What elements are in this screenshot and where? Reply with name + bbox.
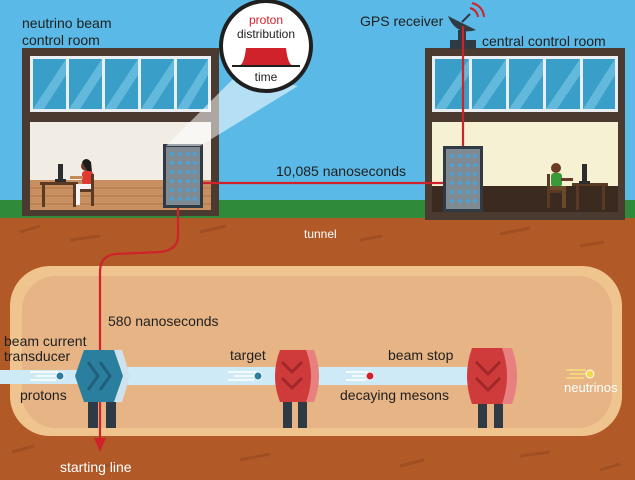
particle-icon bbox=[228, 371, 263, 381]
neutrino-room-label-1: neutrino beam bbox=[22, 15, 112, 31]
target-magnet bbox=[275, 350, 319, 428]
gps-receiver-label: GPS receiver bbox=[360, 13, 444, 29]
particle-icon bbox=[30, 371, 65, 381]
starting-line-label: starting line bbox=[60, 459, 132, 475]
inset-label-2: distribution bbox=[237, 27, 295, 41]
timing-rack-right bbox=[443, 146, 483, 212]
beam-pipe-3 bbox=[312, 367, 484, 385]
computer-icon bbox=[579, 164, 590, 184]
soil-texture bbox=[11, 224, 621, 472]
proton-distribution-icon bbox=[219, 0, 313, 93]
signal-lines bbox=[98, 26, 465, 440]
person-icon bbox=[547, 163, 573, 208]
surface-time-label: 10,085 nanoseconds bbox=[276, 163, 406, 179]
inset-label-1: proton bbox=[249, 13, 283, 27]
starting-line-arrow bbox=[94, 438, 106, 452]
neutrino-room-label-2: control room bbox=[22, 32, 100, 48]
timing-rack-left bbox=[163, 144, 203, 208]
person-icon bbox=[70, 159, 94, 206]
beam-stop-label: beam stop bbox=[388, 347, 454, 363]
bct-label-2: transducer bbox=[4, 348, 70, 364]
neutrinos-label: neutrinos bbox=[564, 380, 618, 395]
target-label: target bbox=[230, 347, 266, 363]
protons-label: protons bbox=[20, 387, 67, 403]
underground-time-label: 580 nanoseconds bbox=[108, 313, 219, 329]
tunnel-label: tunnel bbox=[304, 227, 337, 241]
beam-current-transducer bbox=[75, 350, 130, 428]
bct-label-1: beam current bbox=[4, 333, 87, 349]
labels: neutrino beam control room proton distri… bbox=[4, 13, 618, 475]
beam-stop bbox=[467, 348, 517, 428]
underground-signal-line bbox=[98, 208, 180, 440]
computer-icon bbox=[55, 164, 66, 182]
particle-icon bbox=[566, 369, 595, 379]
central-room-label: central control room bbox=[482, 33, 606, 49]
tunnel-inner bbox=[22, 276, 612, 428]
particle-icon bbox=[346, 371, 375, 381]
inset-time-label: time bbox=[255, 70, 278, 84]
decaying-mesons-label: decaying mesons bbox=[340, 387, 449, 403]
